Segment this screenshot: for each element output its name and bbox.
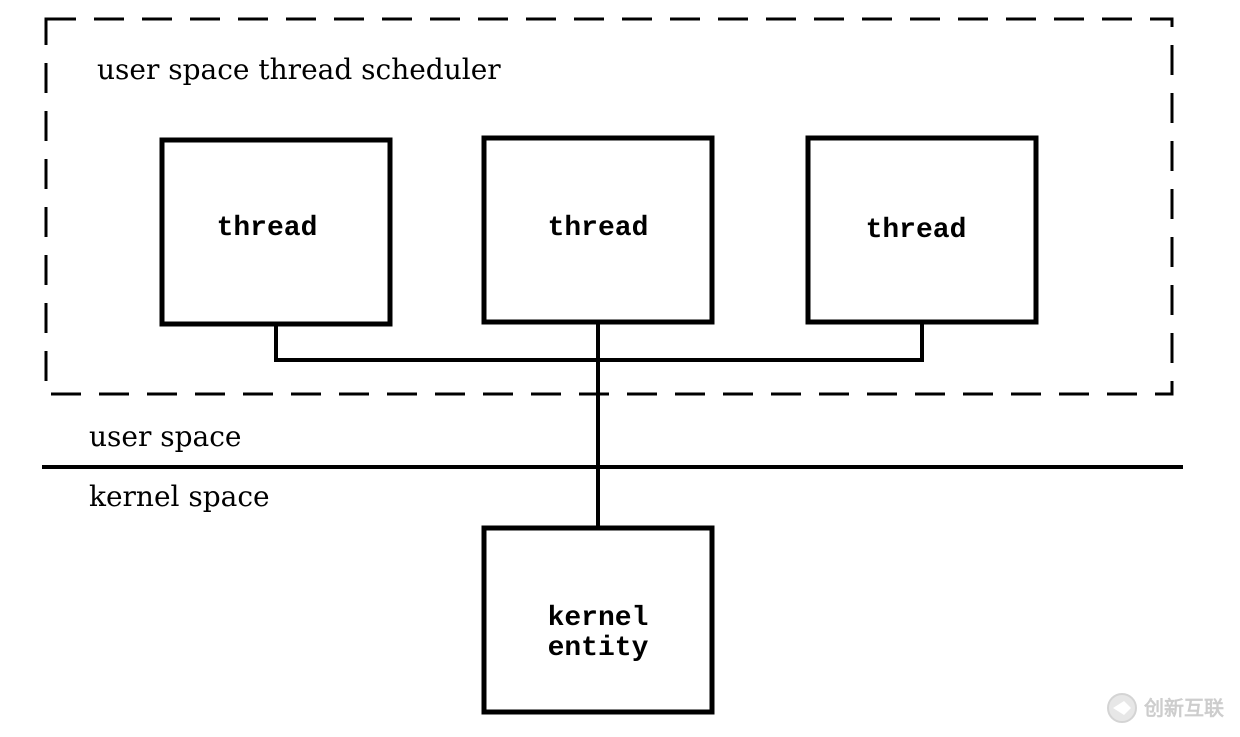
kernel-entity-label-line1: kernel [548, 603, 649, 634]
thread-box-2-label: thread [548, 213, 649, 244]
user-space-label: user space [89, 420, 242, 453]
thread-box-1 [159, 137, 393, 327]
thread-box-3-label: thread [866, 215, 967, 246]
watermark-text: 创新互联 [1143, 696, 1224, 720]
scheduler-label: user space thread scheduler [97, 53, 501, 86]
watermark-logo-mark [1113, 701, 1131, 715]
scheduler-boundary [44, 17, 1174, 396]
thread-box-1-label: thread [217, 213, 318, 244]
kernel-entity-label-line2: entity [548, 633, 649, 664]
kernel-entity-box [481, 525, 715, 715]
watermark-logo: 创新互联 [1107, 693, 1224, 723]
kernel-space-label: kernel space [89, 480, 270, 513]
thread-box-2 [481, 135, 715, 325]
